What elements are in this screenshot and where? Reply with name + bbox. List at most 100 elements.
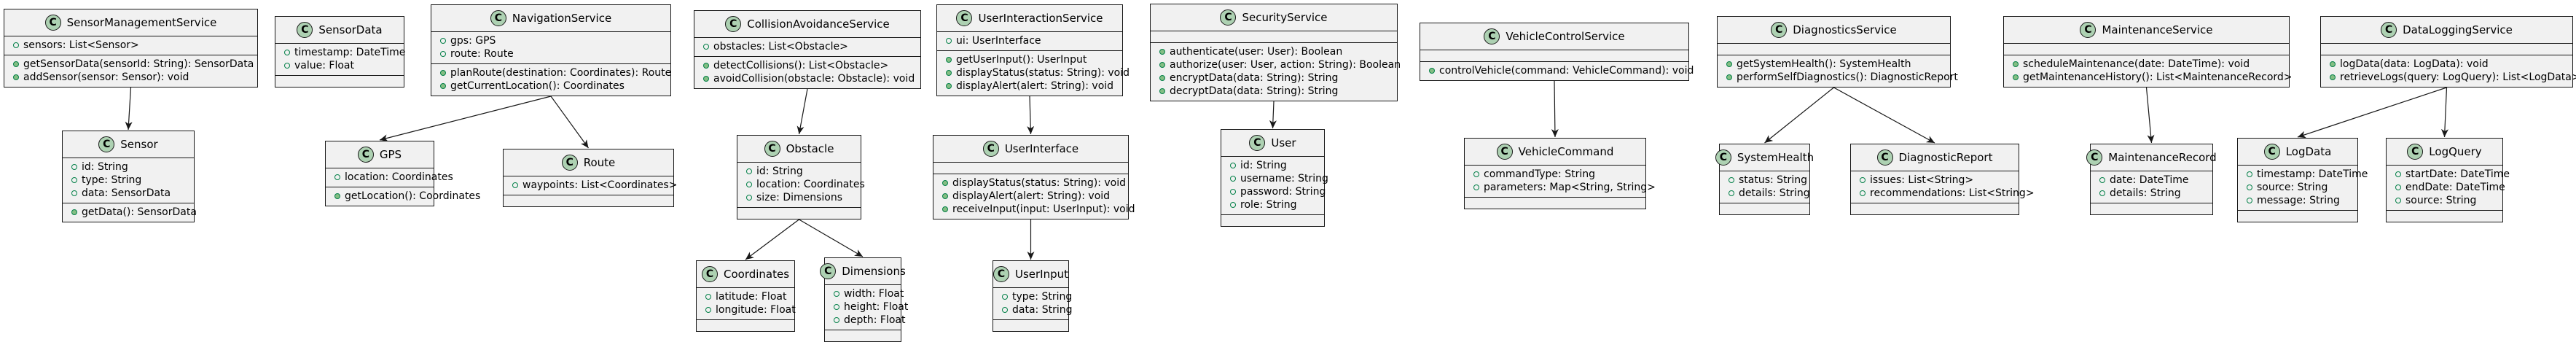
relation-arrow bbox=[1764, 87, 1834, 144]
method-text: getMaintenanceHistory(): List<Maintenanc… bbox=[2023, 71, 2293, 83]
method-text: authorize(user: User, action: String): B… bbox=[1170, 59, 1401, 71]
field-text: type: String bbox=[82, 174, 142, 186]
methods-section bbox=[697, 320, 794, 331]
public-field-icon bbox=[1860, 177, 1866, 183]
class-name: CollisionAvoidanceService bbox=[747, 18, 890, 31]
field-item: message: String bbox=[2247, 194, 2352, 207]
public-field-icon bbox=[946, 38, 952, 44]
field-item: type: String bbox=[71, 174, 188, 187]
field-item: details: String bbox=[1729, 187, 1810, 200]
class-c-icon: C bbox=[820, 263, 837, 279]
class-c-icon: C bbox=[2381, 22, 2397, 38]
class-c-icon: C bbox=[701, 266, 718, 282]
method-text: encryptData(data: String): String bbox=[1170, 72, 1339, 84]
field-item: gps: GPS bbox=[440, 34, 665, 47]
public-method-icon bbox=[1429, 68, 1435, 74]
class-name: LogQuery bbox=[2429, 145, 2482, 158]
field-item: details: String bbox=[2099, 187, 2207, 200]
method-text: scheduleMaintenance(date: DateTime): voi… bbox=[2023, 58, 2250, 70]
methods-section bbox=[2091, 203, 2212, 214]
relation-arrow bbox=[2297, 87, 2447, 139]
method-text: planRoute(destination: Coordinates): Rou… bbox=[450, 67, 672, 79]
methods-section bbox=[1720, 203, 1809, 214]
class-c-icon: C bbox=[993, 266, 1009, 282]
field-item: size: Dimensions bbox=[746, 191, 855, 204]
relation-arrow bbox=[2440, 87, 2448, 138]
field-text: source: String bbox=[2257, 182, 2328, 193]
field-item: sensors: List<Sensor> bbox=[13, 39, 251, 52]
field-text: username: String bbox=[1240, 173, 1328, 184]
field-item: issues: List<String> bbox=[1860, 174, 2013, 187]
relation-arrow bbox=[1269, 101, 1277, 129]
field-text: location: Coordinates bbox=[345, 171, 453, 183]
public-method-icon bbox=[703, 76, 709, 82]
methods-section: scheduleMaintenance(date: DateTime): voi… bbox=[2004, 55, 2293, 87]
methods-section bbox=[737, 208, 861, 219]
field-text: height: Float bbox=[844, 301, 909, 313]
method-item: encryptData(data: String): String bbox=[1159, 71, 1391, 85]
method-item: controlVehicle(command: VehicleCommand):… bbox=[1429, 64, 1694, 77]
method-item: scheduleMaintenance(date: DateTime): voi… bbox=[2013, 58, 2283, 71]
field-item: location: Coordinates bbox=[334, 171, 453, 184]
method-text: getCurrentLocation(): Coordinates bbox=[450, 80, 625, 92]
method-text: displayStatus(status: String): void bbox=[952, 177, 1127, 189]
fields-section: waypoints: List<Coordinates> bbox=[504, 176, 677, 195]
method-text: getUserInput(): UserInput bbox=[956, 54, 1087, 66]
field-text: type: String bbox=[1012, 291, 1073, 303]
class-c-icon: C bbox=[2080, 22, 2097, 38]
public-method-icon bbox=[71, 209, 77, 215]
method-text: addSensor(sensor: Sensor): void bbox=[23, 71, 189, 83]
field-item: role: String bbox=[1230, 198, 1318, 211]
field-item: longitude: Float bbox=[705, 303, 796, 316]
public-method-icon bbox=[942, 206, 948, 212]
public-field-icon bbox=[705, 294, 711, 300]
public-field-icon bbox=[13, 42, 19, 48]
fields-section: ui: UserInterface bbox=[937, 32, 1122, 51]
public-field-icon bbox=[512, 182, 518, 188]
field-text: data: String bbox=[1012, 304, 1073, 316]
class-c-icon: C bbox=[1220, 9, 1237, 26]
method-text: displayStatus(status: String): void bbox=[956, 67, 1130, 79]
method-item: getLocation(): Coordinates bbox=[334, 190, 480, 203]
relation-arrow bbox=[796, 88, 808, 135]
public-method-icon bbox=[2013, 74, 2019, 80]
field-item: id: String bbox=[71, 160, 188, 174]
method-item: planRoute(destination: Coordinates): Rou… bbox=[440, 66, 671, 79]
public-method-icon bbox=[1159, 88, 1165, 94]
relation-arrow bbox=[379, 96, 552, 142]
field-text: source: String bbox=[2405, 195, 2477, 206]
field-text: sensors: List<Sensor> bbox=[23, 39, 139, 51]
field-text: details: String bbox=[1739, 187, 1810, 199]
public-method-icon bbox=[13, 74, 19, 80]
field-item: parameters: Map<String, String> bbox=[1473, 181, 1656, 194]
methods-section bbox=[2387, 211, 2502, 222]
class-c-icon: C bbox=[1249, 135, 1266, 151]
class-name: MaintenanceService bbox=[2102, 23, 2213, 36]
public-field-icon bbox=[746, 168, 752, 174]
public-field-icon bbox=[2099, 190, 2105, 196]
method-item: detectCollisions(): List<Obstacle> bbox=[703, 59, 915, 72]
class-header: C MaintenanceService bbox=[2004, 17, 2289, 44]
